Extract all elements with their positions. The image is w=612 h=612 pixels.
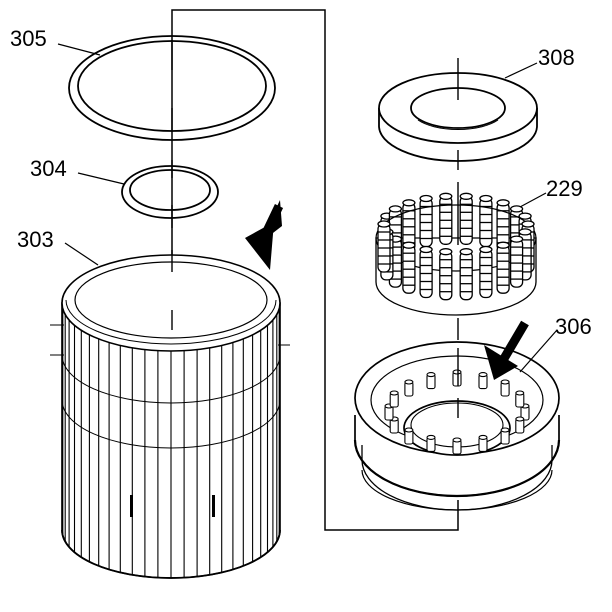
callout-leaders [57,43,558,373]
label-305: 305 [10,26,47,51]
piston-posts [384,369,530,455]
housing-splines [61,303,281,578]
spring-top [509,235,524,243]
spring-top [439,248,453,256]
spring-top [377,220,391,228]
indicator-arrow-housing [245,200,284,270]
spring-top [518,212,532,220]
piston-post-top [404,379,414,385]
spring-top [459,248,473,256]
spring-top [496,199,510,207]
piston-post-top [426,434,436,440]
spring-top [496,241,510,249]
spring-top [419,194,433,203]
spring-top [479,245,493,254]
spring-assembly [375,192,537,316]
springs-front-row [377,220,535,301]
spring-top [388,205,403,213]
piston-post-top [500,379,510,385]
piston-post-top [452,369,462,375]
indicator-arrow-piston [484,320,529,380]
label-304: 304 [30,156,67,181]
thrust-bearing [378,72,538,162]
small-ring [121,165,219,219]
piston-post-top [478,372,488,378]
piston-post-top [500,427,510,433]
piston-post-top [478,434,488,440]
piston [353,341,561,511]
housing-ticks [50,324,290,356]
spring-top [521,220,535,228]
spring-top [402,199,416,207]
spring-top [479,194,493,203]
piston-post-top [389,390,399,396]
spring-top [509,205,524,213]
spring-top [518,228,532,236]
label-308: 308 [538,45,575,70]
piston-post-top [404,427,414,433]
label-306: 306 [555,314,592,339]
housing-slots [130,495,215,517]
piston-post-top [515,416,525,422]
label-303: 303 [17,227,54,252]
housing-drum [61,254,281,579]
spring-top [402,241,416,249]
piston-post-top [515,390,525,396]
label-229: 229 [546,176,583,201]
spring-top [439,192,453,200]
piston-post-top [452,437,462,443]
piston-post-top [426,372,436,378]
spring-top [419,245,433,254]
spring-top [459,192,473,200]
